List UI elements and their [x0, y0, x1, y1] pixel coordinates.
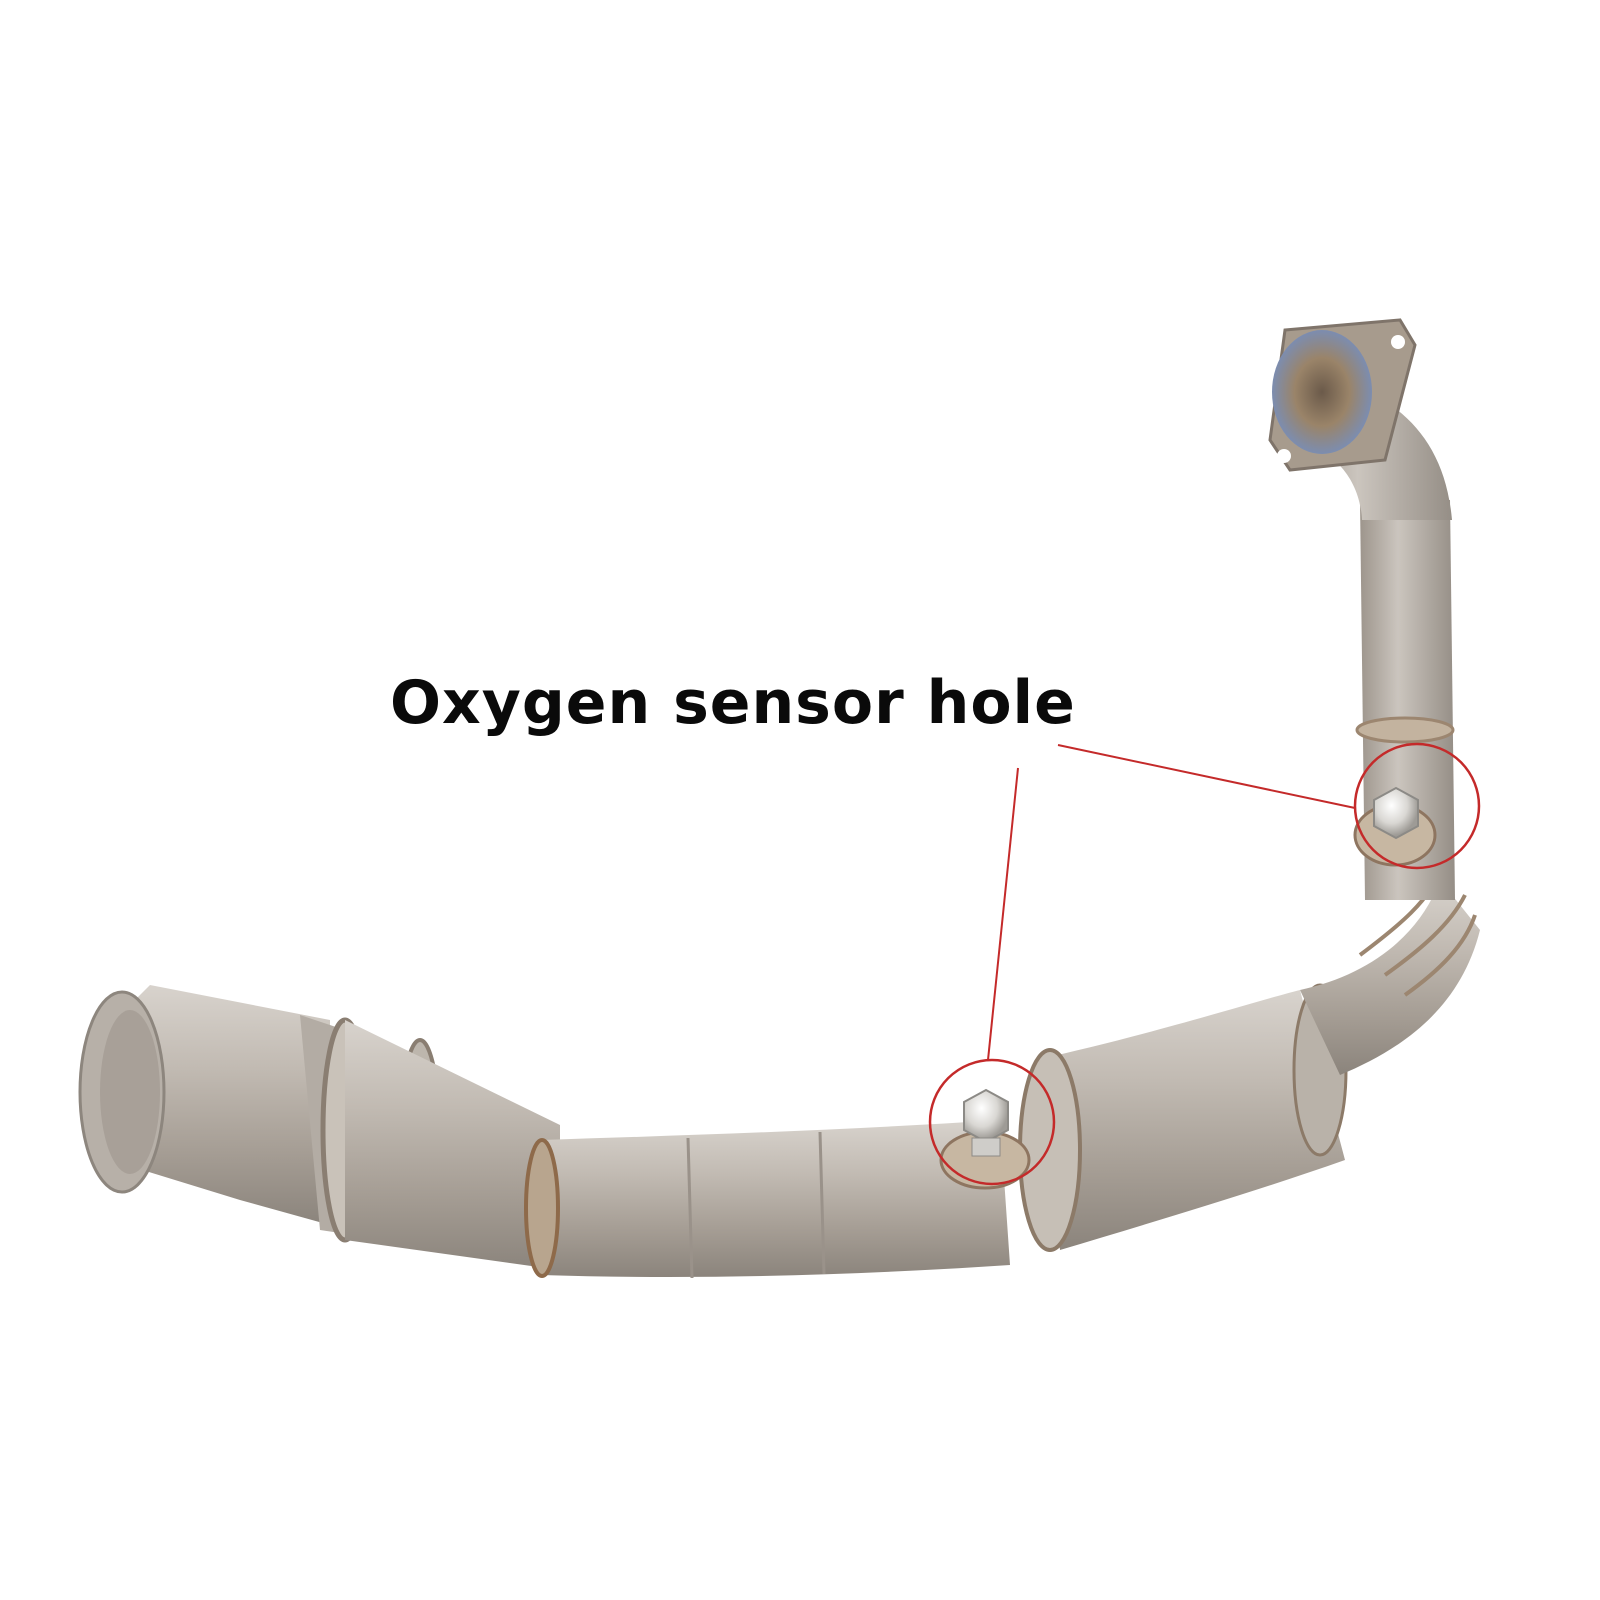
middle-pipe — [524, 1120, 1010, 1279]
callout-marker-middle — [928, 1058, 1056, 1186]
callout-marker-riser — [1353, 742, 1481, 870]
catalyst-body — [1018, 983, 1348, 1252]
callout-label: Oxygen sensor hole — [390, 668, 1076, 738]
leader-line-middle — [987, 767, 1019, 1061]
sensor-bolt-middle — [939, 1088, 1031, 1190]
inlet-flange — [1268, 318, 1452, 520]
collar-rings — [320, 1017, 560, 1270]
elbow-pipe — [1300, 869, 1480, 1075]
leader-line-riser — [1057, 744, 1356, 809]
